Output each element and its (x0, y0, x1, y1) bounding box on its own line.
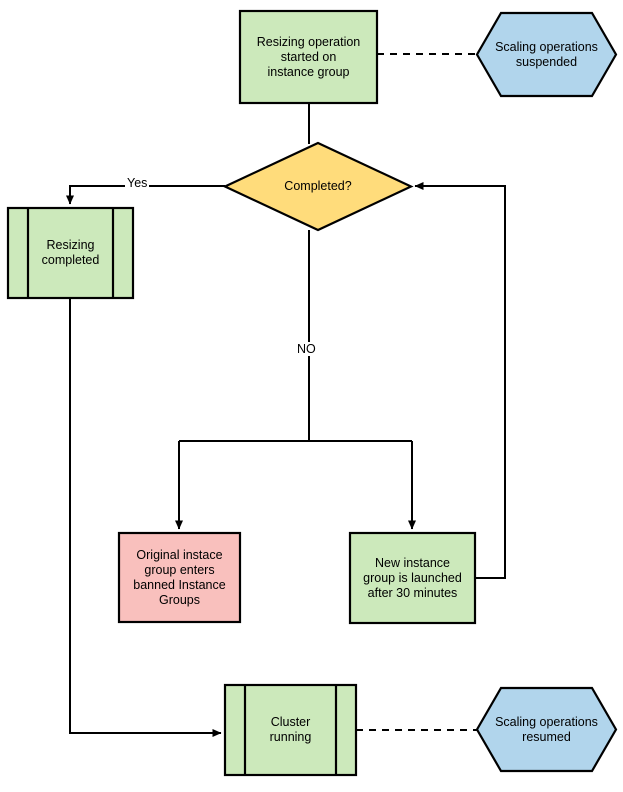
edge-label-yes: Yes (125, 176, 150, 190)
node-scaling-resumed[interactable] (475, 686, 618, 773)
node-completed-decision[interactable] (222, 141, 414, 232)
edge-new-group-launched-to-completed (414, 182, 506, 579)
node-resizing-completed[interactable] (6, 206, 135, 300)
edge-completed-yes-to-resizing-completed (66, 185, 225, 205)
node-original-group-banned[interactable] (117, 531, 242, 624)
node-new-group-launched[interactable] (348, 531, 477, 625)
edges-layer (66, 53, 506, 737)
nodes-layer (6, 9, 618, 777)
node-cluster-running[interactable] (223, 683, 358, 777)
node-scaling-suspended[interactable] (475, 11, 618, 98)
edge-resizing-completed-to-cluster-running (69, 298, 222, 737)
node-resizing-started[interactable] (238, 9, 379, 105)
edge-label-no: NO (295, 342, 318, 356)
